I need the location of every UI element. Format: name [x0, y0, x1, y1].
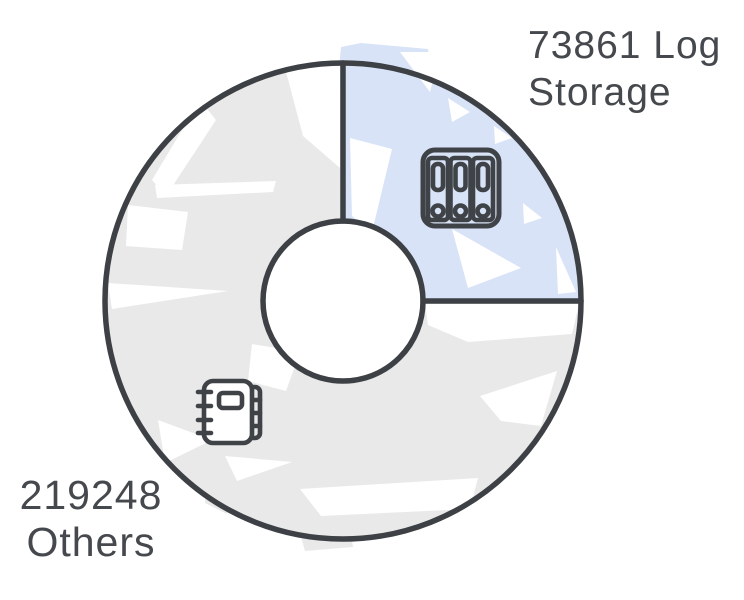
donut-inner-ring — [260, 218, 426, 384]
donut-outline — [102, 60, 584, 542]
slice-log-storage-fill — [343, 63, 581, 301]
notebook-icon — [195, 378, 263, 446]
label-log-storage-line1: 73861 Log — [528, 24, 722, 67]
label-others-line2: Others — [26, 519, 156, 565]
label-log-storage: 73861 Log Storage — [528, 22, 721, 116]
archive-binders-icon — [420, 147, 502, 229]
label-log-storage-line2: Storage — [528, 71, 672, 114]
label-others-line1: 219248 — [19, 472, 163, 518]
label-others: 219248 Others — [2, 472, 180, 566]
